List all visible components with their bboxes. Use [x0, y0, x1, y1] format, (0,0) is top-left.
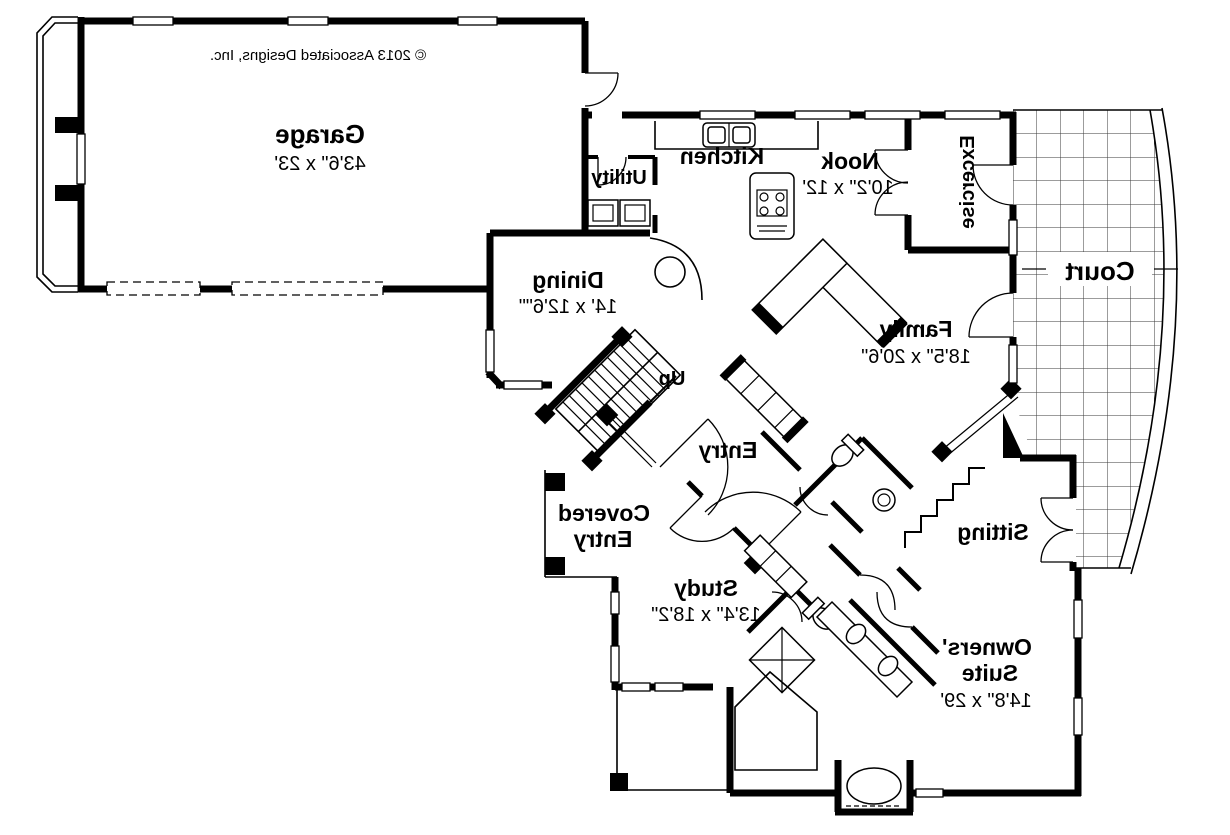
study-builtins	[743, 534, 808, 599]
labels: © 2013 Associated Designs, Inc. Garage 4…	[210, 47, 1135, 712]
room-label-family: Family	[879, 316, 952, 342]
bathtub	[846, 767, 902, 805]
staircase	[554, 328, 682, 456]
room-label-sitting: Sitting	[957, 519, 1029, 545]
doors	[584, 72, 1074, 628]
copyright-text: © 2013 Associated Designs, Inc.	[210, 47, 426, 64]
pantry-counter	[649, 237, 703, 301]
powder-room-fixtures	[831, 433, 896, 512]
room-label-exercise: Excercise	[957, 135, 979, 228]
room-label-entry: Entry	[698, 437, 757, 463]
wall-junction	[1003, 413, 1024, 458]
kitchen-fixtures	[649, 121, 819, 301]
court-patio	[1003, 107, 1178, 575]
utility-fixtures	[587, 199, 651, 227]
study-porch	[610, 690, 730, 791]
walk-in-closet	[734, 670, 818, 771]
garage-pier	[55, 117, 81, 133]
room-dims-owners: 14'8" x 29'	[940, 690, 1031, 712]
house-walls	[485, 111, 1082, 816]
stairs-up-label: Up	[659, 368, 686, 390]
covered-entry-porch	[544, 470, 617, 578]
room-dims-nook: 10'2" x 12'	[802, 177, 893, 199]
media-cabinet	[719, 354, 809, 444]
room-label-owners-1: Owners'	[942, 634, 1032, 660]
room-label-covered-entry-1: Covered	[558, 500, 650, 526]
room-label-owners-2: Suite	[962, 660, 1018, 686]
room-label-court: Court	[1065, 256, 1135, 286]
windows	[76, 16, 1083, 798]
room-dims-study: 13'4" x 18'2"	[651, 604, 761, 626]
garage-pier	[55, 185, 81, 201]
room-label-study: Study	[674, 575, 738, 601]
garage-door-opening	[106, 281, 201, 296]
room-label-garage: Garage	[275, 119, 365, 149]
room-label-kitchen: Kitchen	[680, 143, 764, 169]
room-dims-dining: 14' x 12'6""	[519, 296, 618, 318]
owners-bath-fixtures	[734, 600, 914, 807]
room-label-nook: Nook	[821, 148, 879, 174]
court-label-backing	[1048, 252, 1152, 286]
room-label-utility: Utility	[590, 167, 646, 189]
sitting-steps	[904, 467, 985, 548]
garage-walls	[36, 16, 589, 296]
room-label-covered-entry-2: Entry	[573, 526, 632, 552]
room-dims-family: 18'5" x 20'6"	[861, 346, 971, 368]
family-bar-fireplace	[751, 238, 908, 349]
room-dims-garage: 43'6" x 23'	[274, 153, 365, 175]
garage-door-opening	[231, 281, 384, 296]
room-label-dining: Dining	[532, 267, 604, 293]
